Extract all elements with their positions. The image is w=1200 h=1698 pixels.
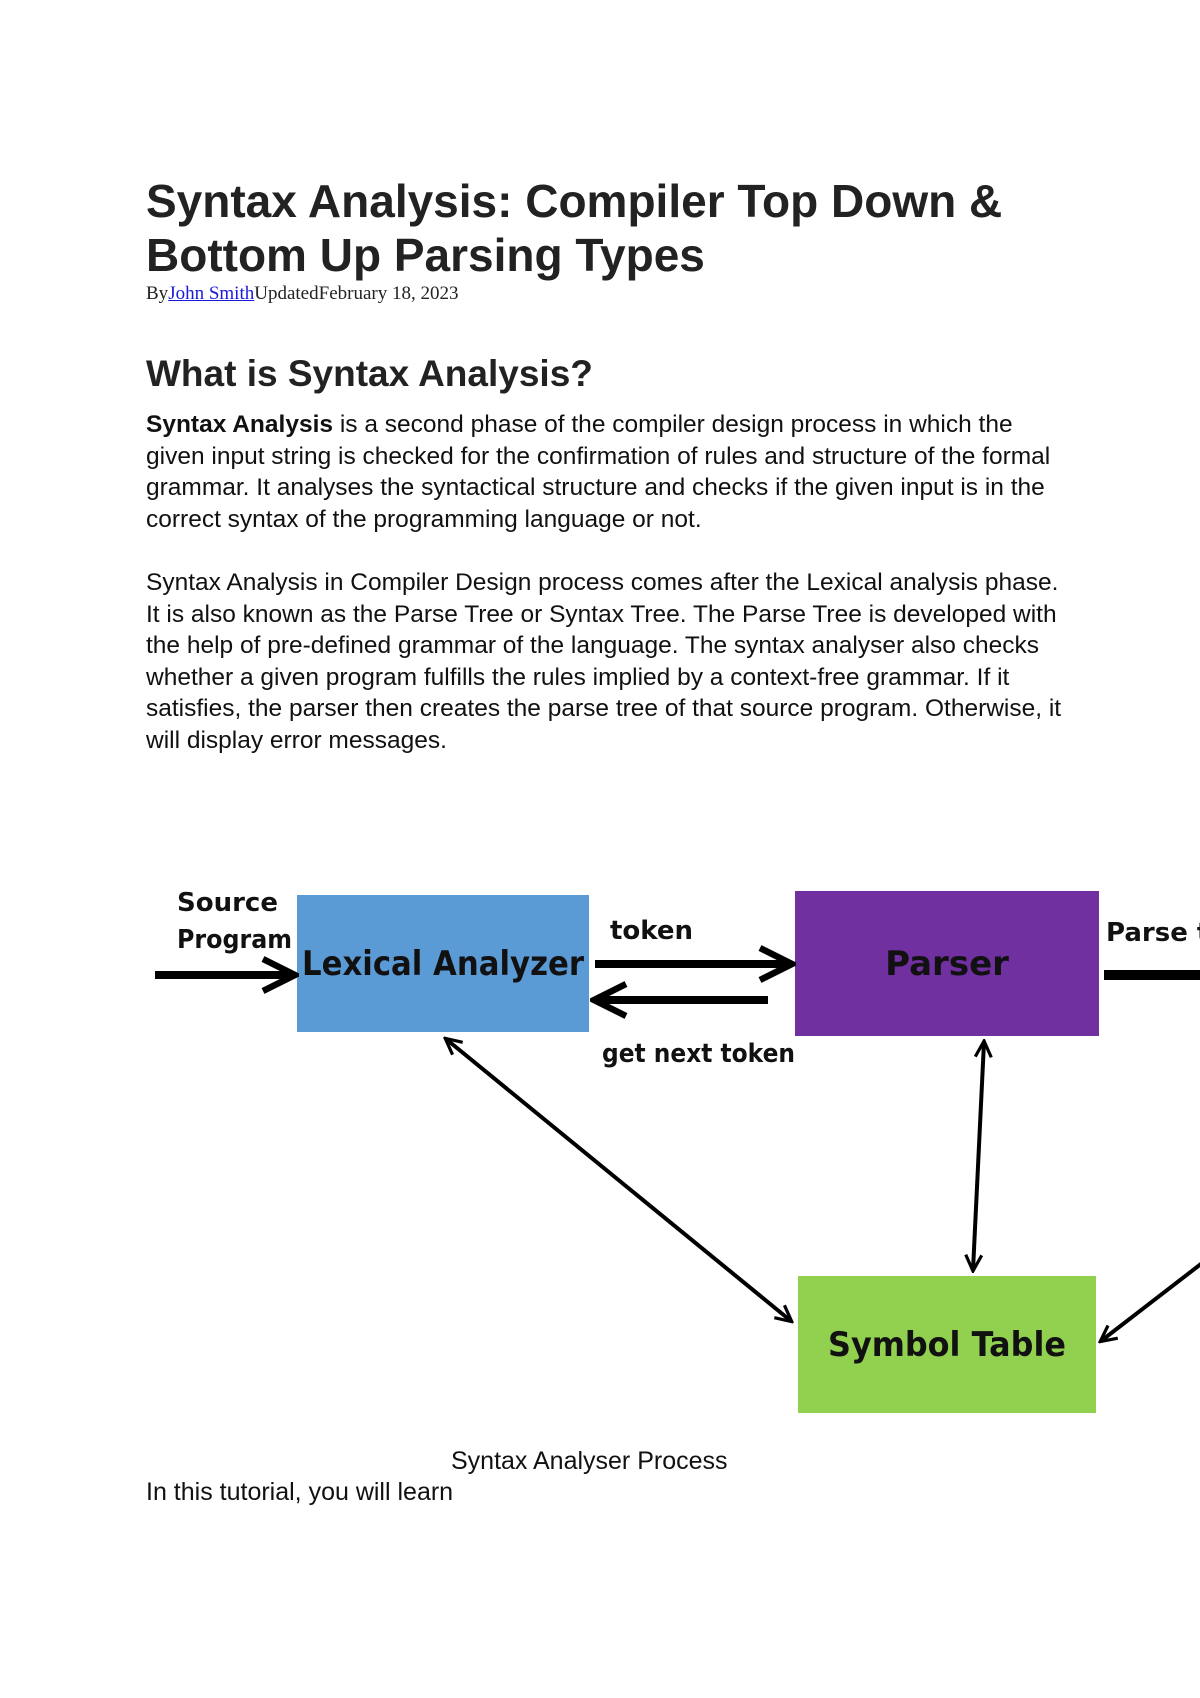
lexical-symbol-table-arrow — [446, 1039, 791, 1321]
byline-date: February 18, 2023 — [318, 283, 459, 304]
section-heading: What is Syntax Analysis? — [146, 353, 593, 394]
token-label: token — [610, 916, 693, 946]
source-label-line2: Program — [177, 925, 292, 955]
parser-label: Parser — [885, 944, 1009, 984]
syntax-analyser-diagram: Lexical Analyzer Parser Symbol Table Sou… — [150, 875, 1200, 1415]
page-title: Syntax Analysis: Compiler Top Down & Bot… — [146, 175, 1003, 281]
byline: ByJohn SmithUpdatedFebruary 18, 2023 — [146, 283, 458, 305]
intro-paragraph: Syntax Analysis is a second phase of the… — [146, 409, 1076, 535]
source-label-line1: Source — [177, 888, 278, 918]
lexical-analyzer-box — [297, 895, 589, 1032]
get-next-token-label: get next token — [602, 1039, 795, 1069]
symbol-table-box — [798, 1276, 1096, 1413]
symbol-table-right-arrow — [1101, 1262, 1200, 1341]
byline-updated-label: Updated — [254, 283, 319, 304]
body-paragraph: Syntax Analysis in Compiler Design proce… — [146, 569, 1062, 754]
lexical-analyzer-label: Lexical Analyzer — [302, 944, 584, 984]
tutorial-intro: In this tutorial, you will learn — [146, 1478, 454, 1506]
author-link[interactable]: John Smith — [168, 283, 255, 304]
byline-by-label: By — [146, 283, 169, 304]
parser-symbol-table-arrow — [973, 1042, 984, 1270]
parser-box — [795, 891, 1099, 1036]
symbol-table-label: Symbol Table — [828, 1325, 1066, 1365]
figure-caption: Syntax Analyser Process — [451, 1447, 728, 1475]
intro-term: Syntax Analysis — [146, 411, 334, 438]
intro-text: is a second phase of the compiler design… — [146, 411, 1051, 533]
diagram-canvas: Lexical Analyzer Parser Symbol Table Sou… — [155, 888, 1200, 1413]
parse-tree-label: Parse t — [1106, 918, 1200, 948]
